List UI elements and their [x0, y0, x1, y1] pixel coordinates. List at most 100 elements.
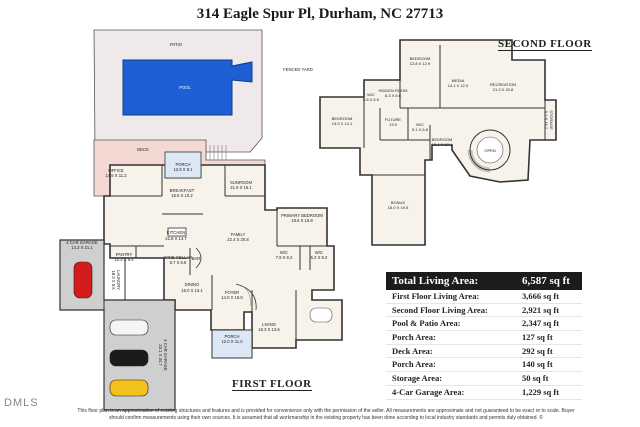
bar-counter [195, 247, 202, 269]
stat-row: Porch Area: 127 sq ft [386, 331, 582, 345]
front-porch [211, 329, 253, 359]
stat-value: 292 sq ft [522, 345, 553, 356]
room-label: SUNROOM [230, 180, 252, 185]
stat-label: Total Living Area: [392, 275, 479, 287]
stat-label: Porch Area: [392, 359, 436, 370]
room-dims: 8.3 X 8.6 [385, 93, 402, 98]
room-label: PATIO [170, 42, 183, 47]
stat-value: 140 sq ft [522, 359, 553, 370]
room-label: LIVING [262, 322, 276, 327]
room-label: W/C [416, 122, 424, 127]
stat-value: 127 sq ft [522, 332, 553, 343]
garage-cars [73, 261, 149, 397]
area-summary-table: Total Living Area: 6,587 sq ft First Flo… [386, 272, 582, 400]
room-label: FOYER [225, 290, 239, 295]
room-label: PORCH [224, 334, 239, 339]
stat-label: Porch Area: [392, 332, 436, 343]
room-dims: 12.8 X 12.9 [410, 61, 431, 66]
room-label: POOL [179, 85, 191, 90]
room-label: LAUNDRY [116, 270, 121, 290]
room-label: BEDROOM [410, 56, 431, 61]
room-dims: 16.0 X 13.1 [181, 288, 203, 293]
room-label: W/C [367, 92, 375, 97]
room-dims: 18.6 X 15.8 [291, 218, 313, 223]
foyer-stair [235, 283, 257, 311]
rear-porch [164, 151, 202, 179]
stat-label: First Floor Living Area: [392, 291, 480, 301]
room-dims: 13.9 X 9.1 [173, 167, 193, 172]
stat-value: 2,921 sq ft [522, 304, 560, 315]
room-dims: 12.0 X 11.0 [221, 339, 243, 344]
stat-label: Pool & Patio Area: [392, 318, 461, 329]
room-label: PORCH [175, 162, 190, 167]
second-floor-label: SECOND FLOOR [498, 38, 592, 51]
room-label: 4 CAR GARAGE [163, 339, 168, 371]
room-label: BONUS [391, 200, 406, 205]
room-label: BEDROOM [332, 116, 353, 121]
room-dims: 16.0 X 19.5 [388, 205, 409, 210]
room-dims: 13.9 [389, 122, 398, 127]
room-dims: 18.3 X 9.6 [111, 270, 116, 290]
room-label: 4 CAR GARAGE [66, 240, 98, 245]
mls-watermark: DMLS [4, 397, 39, 409]
room-label: STORAGE [549, 110, 554, 130]
room-dims: 16.3 X 13.6 [258, 327, 280, 332]
stat-value: 6,587 sq ft [522, 275, 570, 287]
room-dims: 5.2 X 9.2 [311, 255, 328, 260]
room-dims: 13.1 X 12.1 [432, 142, 453, 147]
room-dims: 10.3 X 9.4 [114, 257, 134, 262]
room-label: WINE CELLAR [164, 255, 192, 260]
room-label: BEDROOM [432, 137, 453, 142]
pool [122, 59, 253, 116]
stat-value: 3,666 sq ft [522, 291, 560, 301]
room-label: FUTURE [385, 117, 402, 122]
disclaimer-text: This floor plan is an approximation of e… [77, 408, 575, 421]
room-dims: 9.1 X 16.2 [544, 111, 549, 130]
room-label: FENCED YARD [283, 67, 313, 72]
room-dims: 21.3 X 20.8 [493, 87, 514, 92]
room-dims: 5.8 X 6.6 [363, 97, 380, 102]
room-label: PANTRY [116, 252, 133, 257]
room-dims: 23.1 X 34.7 [158, 344, 163, 366]
room-dims: 15.6 X 10.2 [171, 193, 193, 198]
stat-value: 2,347 sq ft [522, 318, 560, 329]
room-label: PRIMARY BEDROOM [281, 213, 323, 218]
stat-label: Second Floor Living Area: [392, 304, 488, 315]
stat-value: 1,229 sq ft [522, 386, 560, 397]
room-label: OPEN [484, 148, 495, 153]
stat-row: Deck Area: 292 sq ft [386, 345, 582, 359]
stat-row: First Floor Living Area: 3,666 sq ft [386, 290, 582, 304]
room-dims: 14.5 X 11.2 [105, 173, 127, 178]
room-label: OFFICE [108, 168, 124, 173]
second-floor-outline [319, 39, 557, 246]
first-floor-label: FIRST FLOOR [232, 378, 312, 391]
stat-row: Second Floor Living Area: 2,921 sq ft [386, 304, 582, 318]
kitchen-island [167, 227, 187, 237]
stat-row: Storage Area: 50 sq ft [386, 372, 582, 386]
room-label: RECREATION [490, 82, 516, 87]
stat-value: 50 sq ft [522, 373, 549, 384]
room-dims: 21.9 X 15.1 [230, 185, 252, 190]
room-label: HIDDEN ROOM [379, 88, 408, 93]
room-dims: 14.1 X 12.0 [448, 83, 469, 88]
stat-label: 4-Car Garage Area: [392, 386, 465, 397]
page-title: 314 Eagle Spur Pl, Durham, NC 27713 [196, 6, 444, 22]
room-label: KITCHEN [167, 230, 185, 235]
room-label: DINING [185, 282, 200, 287]
room-dims: 5.1 X 6.8 [412, 127, 429, 132]
stat-label: Deck Area: [392, 345, 433, 356]
room-dims: 22.4 X 20.8 [227, 237, 249, 242]
stat-label: Storage Area: [392, 373, 443, 384]
stat-row: 4-Car Garage Area: 1,229 sq ft [386, 386, 582, 400]
room-dims: 14.0 X 14.1 [332, 121, 353, 126]
room-label: W/C [315, 250, 323, 255]
room-label: BREAKFAST [170, 188, 195, 193]
room-dims: 8.7 X 6.8 [170, 260, 187, 265]
room-label: FAMILY [231, 232, 246, 237]
stat-row: Pool & Patio Area: 2,347 sq ft [386, 317, 582, 332]
room-dims: 7.9 X 9.2 [276, 255, 293, 260]
room-label: MEDIA [452, 78, 465, 83]
room-dims: 22.8 X 14.7 [165, 236, 187, 241]
bathtub [309, 307, 333, 323]
